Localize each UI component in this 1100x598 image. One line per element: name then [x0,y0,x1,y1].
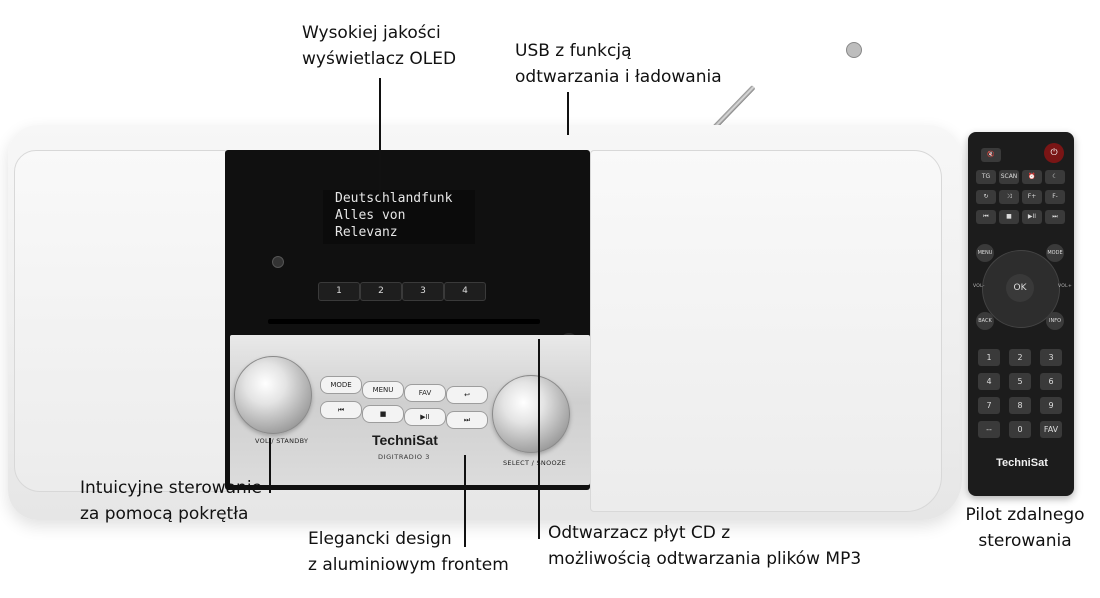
oled-display: Deutschlandfunk Alles von Relevanz [323,190,475,244]
remote-alarm-button[interactable]: ⏰ [1022,170,1042,184]
remote-tg-button[interactable]: TG [976,170,996,184]
preset-button-4[interactable]: 4 [444,282,486,301]
stop-button[interactable]: ■ [362,405,404,423]
remote-caption: Pilot zdalnego sterowania [962,502,1088,554]
remote-prev-button[interactable]: ⏮ [976,210,996,224]
display-line-1: Deutschlandfunk [335,191,453,206]
remote-scan-button[interactable]: SCAN [999,170,1019,184]
cd-slot[interactable] [268,319,540,324]
remote-key-9[interactable]: 9 [1040,397,1062,414]
oled-caption-line-2: wyświetlacz OLED [302,49,457,69]
select-knob-label: SELECT / SNOOZE [503,459,567,467]
remote-key-0[interactable]: 0 [1009,421,1031,438]
remote-back-button[interactable]: BACK [976,312,994,330]
remote-brand-logo: TechniSat [996,457,1048,469]
remote-key-dash[interactable]: -- [978,421,1000,438]
remote-fav-minus-button[interactable]: F- [1045,190,1065,204]
usb-caption: USB z funkcją odtwarzania i ładowania [515,38,722,90]
remote-caption-line-2: sterowania [978,531,1072,551]
design-caption-line-2: z aluminiowym frontem [308,555,509,575]
remote-menu-button[interactable]: MENU [976,244,994,262]
remote-key-3[interactable]: 3 [1040,349,1062,366]
remote-shuffle-button[interactable]: ⤨ [999,190,1019,204]
play-pause-button[interactable]: ▶II [404,408,446,426]
remote-caption-line-1: Pilot zdalnego [965,505,1085,525]
sensor-dot [272,256,284,268]
remote-key-2[interactable]: 2 [1009,349,1031,366]
oled-leader-line [379,78,381,198]
volume-knob[interactable] [234,356,312,434]
remote-repeat-button[interactable]: ↻ [976,190,996,204]
design-leader-line [464,455,466,547]
knob-caption-line-1: Intuicyjne sterowanie [80,478,262,498]
remote-mode-button[interactable]: MODE [1046,244,1064,262]
brand-logo: TechniSat [372,432,438,448]
usb-caption-line-2: odtwarzania i ładowania [515,67,722,87]
oled-caption: Wysokiej jakości wyświetlacz OLED [302,20,456,72]
cd-leader-line [538,339,540,539]
knob-caption-line-2: za pomocą pokrętła [80,504,249,524]
remote-ok-button[interactable]: OK [1006,274,1034,302]
right-speaker [590,150,942,512]
next-button[interactable]: ⏭ [446,411,488,429]
remote-key-1[interactable]: 1 [978,349,1000,366]
usb-leader-line [567,92,569,135]
knob-caption: Intuicyjne sterowanie za pomocą pokrętła [80,475,262,527]
remote-vol-plus-label: VOL+ [1058,284,1073,289]
back-button[interactable]: ↩ [446,386,488,404]
knob-leader-line [269,438,271,493]
remote-next-button[interactable]: ⏭ [1045,210,1065,224]
design-caption-line-1: Elegancki design [308,529,452,549]
cd-caption-line-1: Odtwarzacz płyt CD z [548,523,731,543]
display-line-2: Alles von Relevanz [335,208,406,240]
oled-caption-line-1: Wysokiej jakości [302,23,441,43]
remote-sleep-button[interactable]: ☾ [1045,170,1065,184]
remote-vol-minus-label: VOL- [973,284,985,289]
volume-knob-label: VOL / STANDBY [255,437,309,445]
preset-button-2[interactable]: 2 [360,282,402,301]
remote-key-fav[interactable]: FAV [1040,421,1062,438]
left-speaker [14,150,228,492]
remote-key-4[interactable]: 4 [978,373,1000,390]
mode-button[interactable]: MODE [320,376,362,394]
preset-button-3[interactable]: 3 [402,282,444,301]
cd-caption-line-2: możliwością odtwarzania plików MP3 [548,549,862,569]
remote-play-pause-button[interactable]: ▶II [1022,210,1042,224]
remote-key-5[interactable]: 5 [1009,373,1031,390]
remote-mute-button[interactable]: 🔇 [981,148,1001,162]
remote-key-6[interactable]: 6 [1040,373,1062,390]
remote-key-7[interactable]: 7 [978,397,1000,414]
menu-button[interactable]: MENU [362,381,404,399]
remote-fav-plus-button[interactable]: F+ [1022,190,1042,204]
model-name: DIGITRADIO 3 [378,453,430,461]
select-knob[interactable] [492,375,570,453]
usb-caption-line-1: USB z funkcją [515,41,632,61]
remote-power-button[interactable]: ⏻ [1044,143,1064,163]
remote-stop-button[interactable]: ■ [999,210,1019,224]
remote-key-8[interactable]: 8 [1009,397,1031,414]
design-caption: Elegancki design z aluminiowym frontem [308,526,509,578]
cd-caption: Odtwarzacz płyt CD z możliwością odtwarz… [548,520,861,572]
antenna-tip [846,42,862,58]
prev-button[interactable]: ⏮ [320,401,362,419]
preset-button-1[interactable]: 1 [318,282,360,301]
fav-button[interactable]: FAV [404,384,446,402]
remote-info-button[interactable]: INFO [1046,312,1064,330]
